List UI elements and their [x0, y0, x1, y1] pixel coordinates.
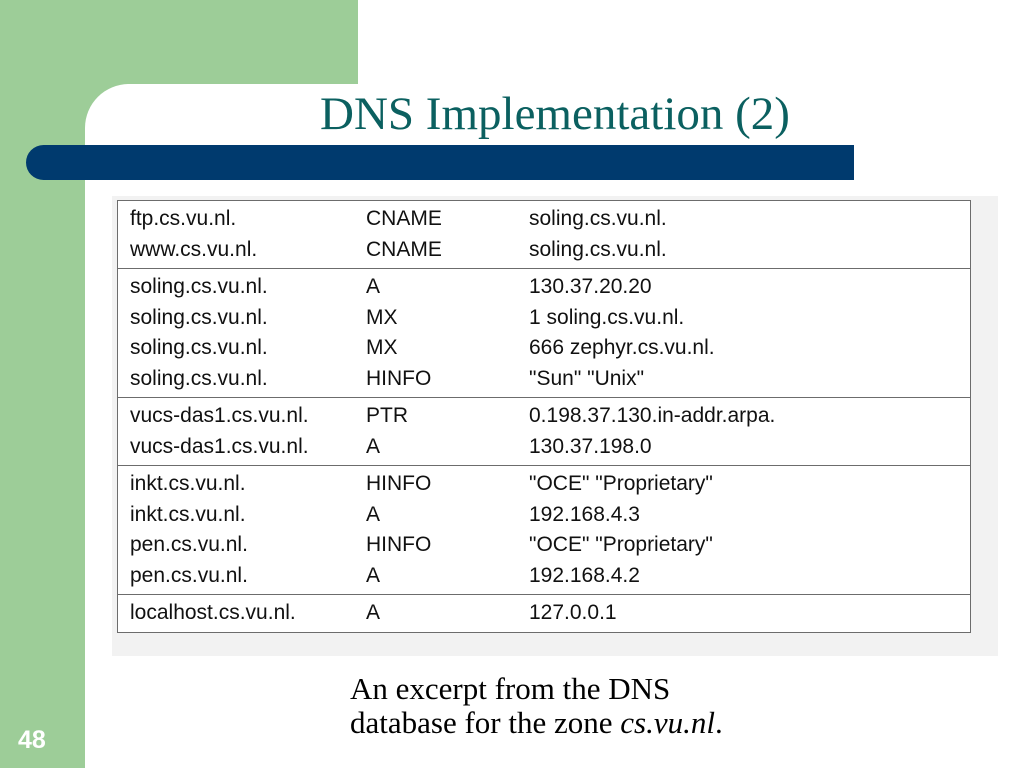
table-row: inkt.cs.vu.nl. A 192.168.4.3	[118, 499, 970, 530]
title-underline-bar	[26, 145, 854, 180]
caption-line-2-prefix: database for the zone	[350, 705, 621, 740]
record-name: localhost.cs.vu.nl.	[130, 601, 296, 624]
record-name: ftp.cs.vu.nl.	[130, 207, 237, 230]
record-type: MX	[366, 305, 398, 329]
record-type: HINFO	[366, 533, 432, 556]
record-type: CNAME	[366, 237, 442, 261]
caption-zone: cs.vu.nl	[620, 705, 715, 740]
table-row: inkt.cs.vu.nl. HINFO "OCE" "Proprietary"	[118, 468, 970, 499]
record-value: 0.198.37.130.in-addr.arpa.	[529, 404, 776, 427]
table-row: localhost.cs.vu.nl. A 127.0.0.1	[118, 597, 970, 628]
record-name: www.cs.vu.nl.	[130, 237, 258, 261]
record-group: inkt.cs.vu.nl.HINFO"OCE" "Proprietary"in…	[118, 465, 970, 594]
table-row: pen.cs.vu.nl. HINFO "OCE" "Proprietary"	[118, 529, 970, 560]
record-name: inkt.cs.vu.nl.	[130, 502, 246, 526]
record-name: soling.cs.vu.nl.	[130, 305, 268, 329]
record-name: soling.cs.vu.nl.	[130, 336, 268, 359]
table-row: soling.cs.vu.nl. HINFO "Sun" "Unix"	[118, 363, 970, 394]
record-group: vucs-das1.cs.vu.nl. PTR 0.198.37.130.in-ad…	[118, 397, 970, 465]
slide-caption: An excerpt from the DNS database for the…	[350, 672, 723, 740]
record-name: pen.cs.vu.nl.	[130, 533, 248, 556]
record-name: pen.cs.vu.nl.	[130, 563, 248, 587]
record-name: vucs-das1.cs.vu.nl.	[130, 404, 309, 427]
table-row: pen.cs.vu.nl. A 192.168.4.2	[118, 560, 970, 591]
record-value: "OCE" "Proprietary"	[529, 533, 713, 556]
record-name: soling.cs.vu.nl.	[130, 366, 268, 390]
record-type: A	[366, 434, 381, 458]
record-value: "OCE" "Proprietary"	[529, 472, 713, 495]
record-value: soling.cs.vu.nl.	[529, 237, 667, 261]
record-type: A	[366, 502, 381, 526]
table-row: vucs-das1.cs.vu.nl. PTR 0.198.37.130.in-ad…	[118, 400, 970, 431]
record-value: soling.cs.vu.nl.	[529, 207, 667, 230]
caption-line-2: database for the zone cs.vu.nl.	[350, 706, 723, 740]
record-value: "Sun" "Unix"	[529, 366, 645, 390]
record-name: soling.cs.vu.nl.	[130, 275, 268, 298]
caption-period: .	[714, 705, 723, 740]
table-row: soling.cs.vu.nl. MX 1 soling.cs.vu.nl.	[118, 302, 970, 333]
table-row: www.cs.vu.nl. CNAME soling.cs.vu.nl.	[118, 234, 970, 265]
record-name: vucs-das1.cs.vu.nl.	[130, 434, 309, 458]
caption-line-1: An excerpt from the DNS	[350, 671, 671, 706]
page-number: 48	[18, 726, 46, 754]
record-type: A	[366, 601, 381, 624]
table-row: soling.cs.vu.nl. MX 666 zephyr.cs.vu.nl.	[118, 332, 970, 363]
record-value: 127.0.0.1	[529, 601, 617, 624]
record-name: inkt.cs.vu.nl.	[130, 472, 246, 495]
table-row: vucs-das1.cs.vu.nl. A 130.37.198.0	[118, 431, 970, 462]
record-value: 130.37.198.0	[529, 434, 652, 458]
slide-title: DNS Implementation (2)	[320, 88, 790, 140]
table-row: ftp.cs.vu.nl. CNAME soling.cs.vu.nl.	[118, 203, 970, 234]
record-type: HINFO	[366, 472, 432, 495]
record-value: 666 zephyr.cs.vu.nl.	[529, 336, 715, 359]
record-value: 192.168.4.2	[529, 563, 640, 587]
record-value: 1 soling.cs.vu.nl.	[529, 305, 685, 329]
record-type: HINFO	[366, 366, 432, 390]
record-value: 192.168.4.3	[529, 502, 640, 526]
record-type: A	[366, 563, 381, 587]
record-type: PTR	[366, 404, 408, 427]
record-group: localhost.cs.vu.nl. A 127.0.0.1	[118, 594, 970, 632]
table-row: soling.cs.vu.nl. A 130.37.20.20	[118, 271, 970, 302]
record-type: A	[366, 275, 381, 298]
record-type: MX	[366, 336, 398, 359]
record-value: 130.37.20.20	[529, 275, 652, 298]
record-type: CNAME	[366, 207, 442, 230]
